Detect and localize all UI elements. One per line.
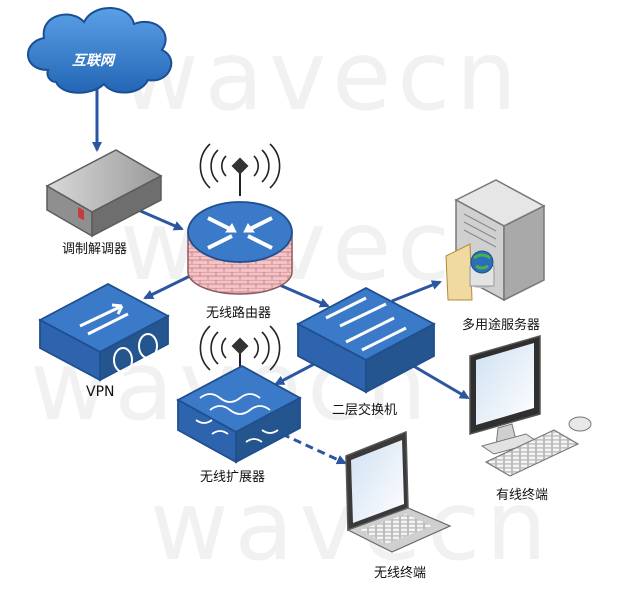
arrow-router-to-switch: [274, 281, 330, 308]
desktop-computer-icon: [469, 335, 592, 477]
arrow-router-to-vpn: [143, 274, 191, 300]
wired-terminal-label: 有线终端: [496, 488, 549, 503]
server-label: 多用途服务器: [462, 318, 541, 333]
vpn-icon: [38, 282, 170, 382]
modem-icon: [45, 149, 163, 238]
server-icon: [445, 179, 546, 302]
arrow-extender-to-wireless-terminal: [281, 432, 347, 465]
wireless-router-icon: [187, 143, 293, 295]
watermark: wavecn: [120, 20, 523, 132]
router-label: 无线路由器: [206, 306, 272, 321]
wireless-extender-icon: [176, 325, 302, 464]
wireless-terminal-label: 无线终端: [374, 566, 427, 581]
modem-label: 调制解调器: [62, 242, 128, 257]
switch-icon: [296, 286, 436, 394]
laptop-icon: [345, 430, 452, 553]
arrow-switch-to-server: [391, 280, 442, 303]
internet-label: 互联网: [72, 53, 114, 69]
arrow-switch-to-extender: [274, 360, 319, 386]
internet-cloud: [27, 7, 173, 94]
switch-label: 二层交换机: [332, 403, 398, 418]
extender-label: 无线扩展器: [200, 470, 266, 485]
vpn-label: VPN: [86, 384, 115, 400]
arrow-switch-to-wired-terminal: [409, 362, 470, 400]
